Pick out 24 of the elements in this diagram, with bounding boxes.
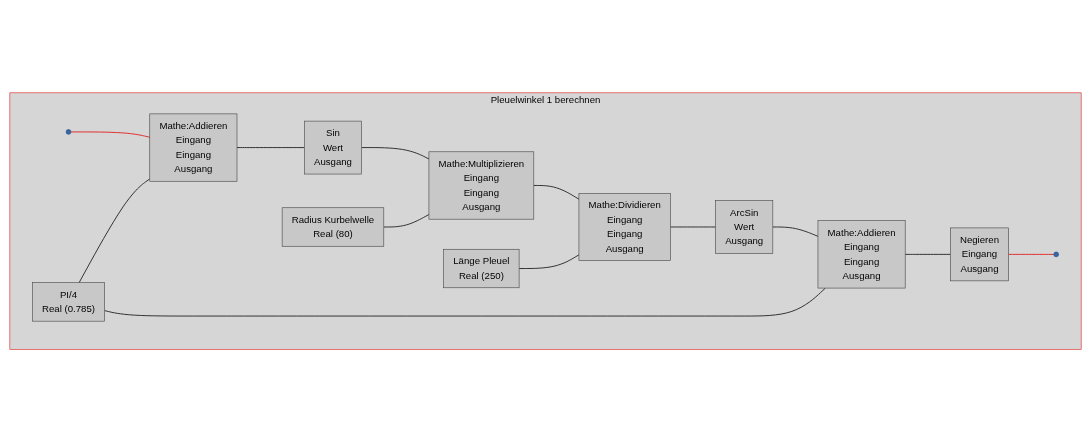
connector	[1008, 253, 1055, 255]
node-box: Negieren Eingang Ausgang	[950, 227, 1009, 281]
node-box: Mathe:Dividieren Eingang Eingang Ausgang	[578, 192, 671, 261]
connector	[70, 131, 151, 138]
connector	[772, 226, 819, 237]
connector	[904, 253, 951, 255]
node-box: Sin Wert Ausgang	[304, 120, 362, 175]
connector	[669, 226, 716, 228]
connector	[518, 254, 580, 269]
node-box: Radius Kurbelwelle Real (80)	[281, 207, 385, 247]
connector	[533, 184, 580, 200]
node-box: Mathe:Addieren Eingang Eingang Ausgang	[149, 113, 238, 182]
connector	[361, 147, 430, 160]
connector	[78, 178, 151, 283]
node-circle	[1053, 251, 1059, 257]
node-box: PI/4 Real (0.785)	[32, 282, 105, 322]
connector	[383, 213, 430, 228]
node-box: ArcSin Wert Ausgang	[715, 200, 774, 254]
node-box: Mathe:Multiplizieren Eingang Eingang Ausgang	[428, 151, 535, 220]
connector	[104, 287, 826, 317]
node-box: Mathe:Addieren Eingang Eingang Ausgang	[817, 220, 906, 289]
connector	[236, 147, 305, 148]
node-box: Länge Pleuel Real (250)	[443, 248, 520, 288]
node-circle	[65, 129, 72, 135]
